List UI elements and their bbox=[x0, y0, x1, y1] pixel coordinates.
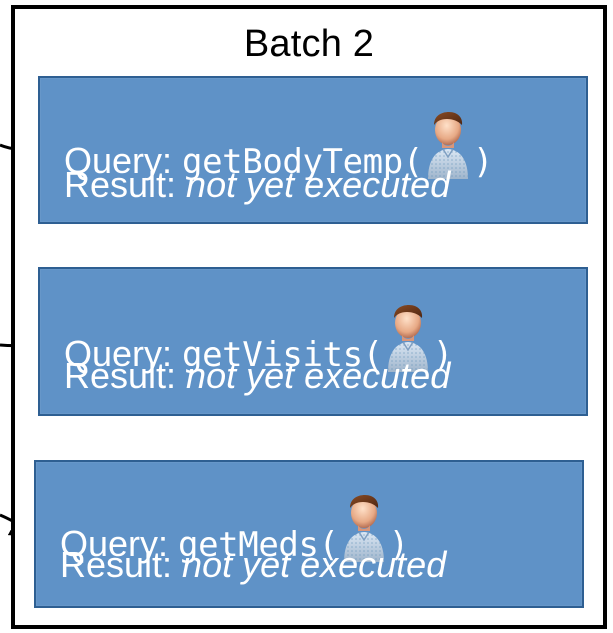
query-function-3: getMeds( bbox=[178, 525, 339, 565]
result-value-3: not yet executed bbox=[182, 544, 447, 585]
result-line-3: Result: not yet executed bbox=[60, 547, 446, 584]
query-card-2: Query: getVisits( bbox=[38, 267, 588, 416]
query-line-3: Query: getMeds( bbox=[60, 494, 409, 564]
batch-title: Batch 2 bbox=[243, 23, 375, 65]
query-line-2: Query: getVisits( bbox=[64, 304, 453, 374]
query-label-1: Query: bbox=[64, 140, 183, 181]
result-value-1: not yet executed bbox=[186, 164, 451, 205]
query-line-1: Query: getBodyTemp( bbox=[64, 111, 493, 181]
query-function-close-2: ) bbox=[432, 335, 453, 375]
query-label-3: Query: bbox=[60, 523, 179, 564]
result-line-1: Result: not yet executed bbox=[64, 167, 450, 204]
result-label-1: Result: bbox=[64, 164, 187, 205]
result-value-2: not yet executed bbox=[186, 355, 451, 396]
result-label-2: Result: bbox=[64, 355, 187, 396]
patient-avatar-icon bbox=[339, 494, 389, 564]
query-card-1: Query: getBodyTemp( bbox=[38, 76, 588, 224]
query-function-1: getBodyTemp( bbox=[182, 142, 423, 182]
query-function-2: getVisits( bbox=[182, 335, 383, 375]
result-line-2: Result: not yet executed bbox=[64, 358, 450, 395]
patient-avatar-icon bbox=[423, 111, 473, 181]
query-function-close-3: ) bbox=[388, 525, 409, 565]
result-label-3: Result: bbox=[60, 544, 183, 585]
query-label-2: Query: bbox=[64, 333, 183, 374]
patient-avatar-icon bbox=[383, 304, 433, 374]
query-card-3: Query: getMeds( bbox=[34, 460, 584, 608]
query-function-close-1: ) bbox=[472, 142, 493, 182]
